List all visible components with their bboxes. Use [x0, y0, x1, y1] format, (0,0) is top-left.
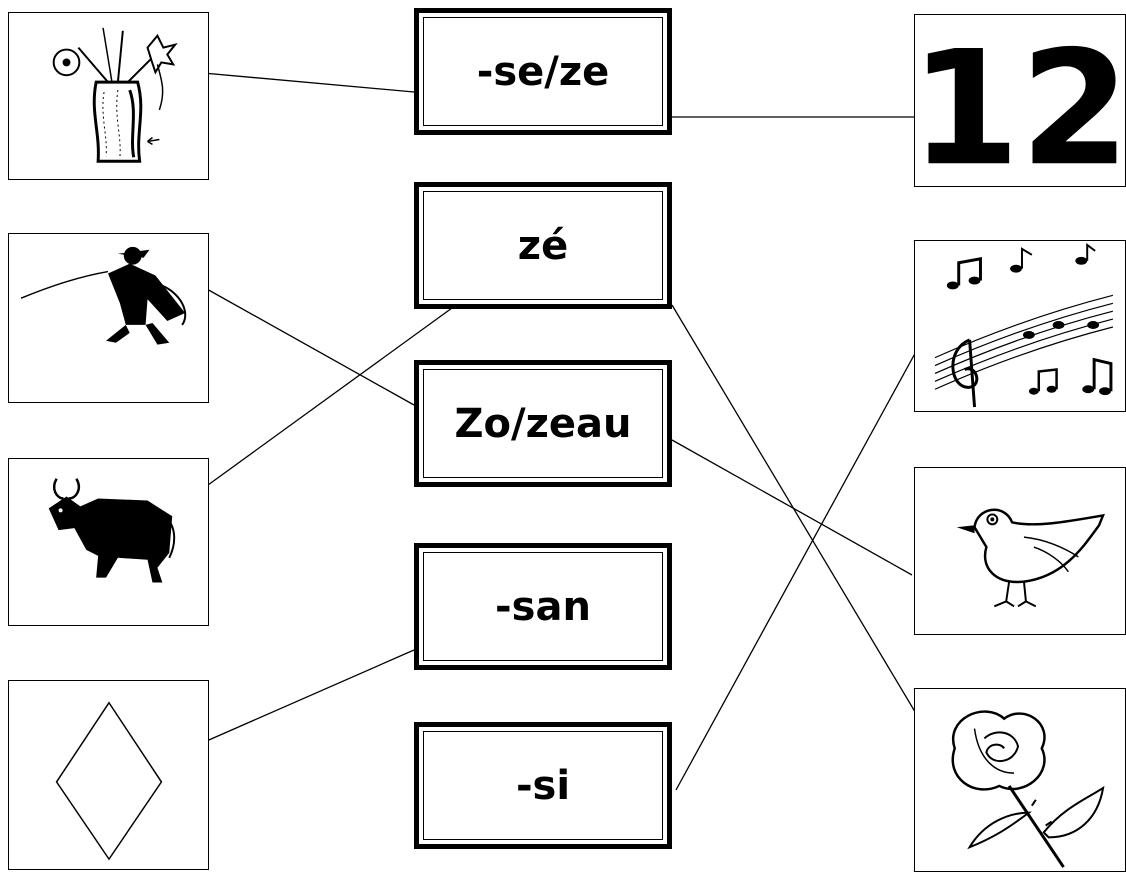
- rose-icon: [951, 710, 1105, 868]
- picture-bird[interactable]: [914, 467, 1126, 635]
- line-vase-se: [191, 71, 415, 93]
- zorro-icon: [20, 246, 187, 345]
- syllable-se-ze[interactable]: -se/ze: [414, 8, 672, 135]
- picture-zorro[interactable]: [8, 233, 209, 403]
- line-si-music: [675, 325, 931, 791]
- svg-text:12: 12: [915, 17, 1125, 186]
- line-zebu-ze: [207, 307, 453, 486]
- line-diamond-san: [201, 649, 415, 744]
- picture-twelve[interactable]: 12: [914, 14, 1126, 187]
- line-zo-bird: [671, 439, 913, 576]
- number-twelve-icon: 12: [915, 17, 1125, 186]
- picture-zebu[interactable]: [8, 458, 209, 626]
- zebu-icon: [48, 478, 176, 583]
- line-zorro-zo: [204, 287, 415, 406]
- diamond-shape-icon: [55, 701, 163, 861]
- line-ze-rose: [671, 304, 946, 763]
- bird-icon: [956, 508, 1105, 608]
- picture-vase[interactable]: [8, 12, 209, 180]
- syllable-si[interactable]: -si: [414, 722, 672, 849]
- picture-diamond[interactable]: [8, 680, 209, 870]
- syllable-zo-zeau[interactable]: Zo/zeau: [414, 360, 672, 487]
- syllable-ze[interactable]: zé: [414, 182, 672, 309]
- music-notes-icon: [934, 242, 1114, 408]
- picture-music[interactable]: [914, 240, 1126, 412]
- picture-rose[interactable]: [914, 688, 1126, 872]
- syllable-san[interactable]: -san: [414, 543, 672, 670]
- vase-icon: [52, 27, 178, 163]
